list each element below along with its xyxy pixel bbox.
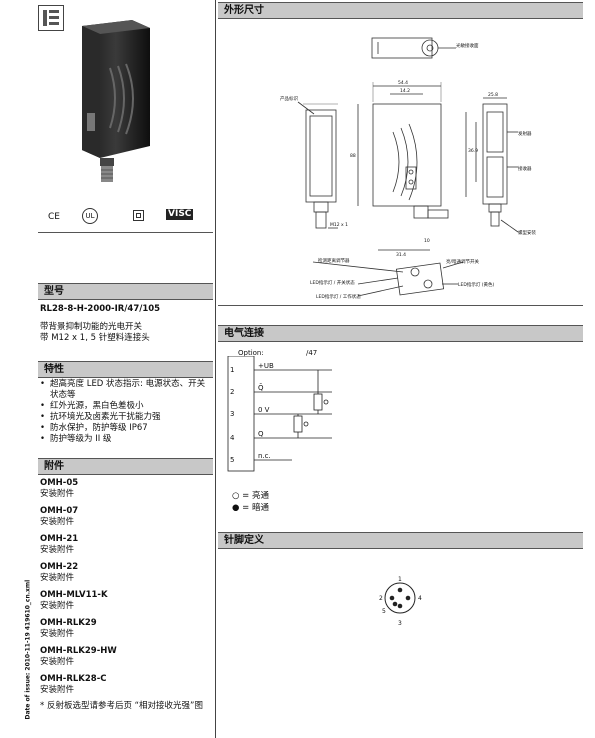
dim-bright-dark-label: 亮/暗通调节开关 xyxy=(446,258,480,265)
dim-sensitivity-label: 检测距离调节器 xyxy=(318,257,350,264)
column-divider xyxy=(215,0,216,738)
dim-led-yellow-label: LED指示灯 (黄色) xyxy=(458,281,495,288)
logo xyxy=(38,5,64,31)
product-desc-2: 带 M12 x 1, 5 针塑料连接头 xyxy=(40,333,150,343)
dim-25: 25.8 xyxy=(488,92,498,98)
pin-num: 3 xyxy=(230,410,234,418)
dim-54: 54.4 xyxy=(398,80,408,86)
pin-label: Q xyxy=(258,430,264,438)
pin-num: 2 xyxy=(230,388,234,396)
ul-mark: UL xyxy=(82,208,98,224)
pin-num: 5 xyxy=(230,456,234,464)
pinout-diagram: 1 2 3 4 5 xyxy=(379,576,422,627)
features-header: 特性 xyxy=(38,361,213,378)
dim-led-switch-label: LED指示灯 / 开关状态 xyxy=(310,279,355,286)
product-desc-1: 带背景抑制功能的光电开关 xyxy=(40,322,143,332)
pinout-header: 针脚定义 xyxy=(218,532,583,549)
feature-item: 防护等级为 II 级 xyxy=(38,434,213,445)
feature-item: 抗环境光及卤素光干扰能力强 xyxy=(38,412,213,423)
dim-mounting-label: 螺型安装 xyxy=(518,229,536,236)
pin-3-label: 3 xyxy=(398,620,402,627)
pin-5-label: 5 xyxy=(382,608,386,615)
electrical-header: 电气连接 xyxy=(218,325,583,342)
pin-label: 0 V xyxy=(258,406,270,414)
dimensions-header: 外形尺寸 xyxy=(218,2,583,19)
issue-date-text: Date of issue: 2010-11-19 419610_cn.xml xyxy=(24,579,32,720)
legend-light: ○ = 亮通 xyxy=(232,491,269,501)
dim-10: 10 xyxy=(424,238,430,244)
pin-2-label: 2 xyxy=(379,595,383,602)
option-label: Option: xyxy=(238,349,264,357)
pin-label: Q̄ xyxy=(258,383,264,392)
dim-14: 14.2 xyxy=(400,88,410,94)
wiring-diagram: 1 +UB 2 Q̄ 3 0 V 4 Q 5 n.c. xyxy=(227,356,332,472)
dim-product-label: 产品标识 xyxy=(280,95,298,102)
dim-led-power-label: LED指示灯 / 工作状态 xyxy=(316,293,361,300)
dim-adjust-label: 光敏接收面 xyxy=(456,42,479,49)
features-list: 超高亮度 LED 状态指示: 电源状态、开关状态等 红外光源，黑白色差极小 抗环… xyxy=(38,379,213,445)
dim-receiver-label: 接收器 xyxy=(518,165,532,172)
legend-dark: ● = 暗通 xyxy=(232,503,269,513)
dim-31: 31.4 xyxy=(396,252,406,258)
dim-emitter-label: 发射器 xyxy=(518,130,532,137)
accessories-header: 附件 xyxy=(38,458,213,475)
visc-mark: VISC xyxy=(166,209,194,220)
model-number: RL28-8-H-2000-IR/47/105 xyxy=(40,304,161,314)
dim-88: 88 xyxy=(350,153,356,159)
dimension-drawing: 光敏接收面 产品标识 发射器 接收器 螺型安装 检测距离调节器 LED指示灯 /… xyxy=(280,37,536,300)
pin-num: 1 xyxy=(230,366,234,374)
accessory-note: * 反射板选型请参考后页 “相对接收光强”图 xyxy=(40,701,203,711)
product-photo xyxy=(82,20,150,182)
feature-item: 超高亮度 LED 状态指示: 电源状态、开关状态等 xyxy=(38,379,213,401)
option-value: /47 xyxy=(306,349,318,357)
pin-num: 4 xyxy=(230,434,235,442)
dim-36: 36.9 xyxy=(468,148,478,154)
pin-label: n.c. xyxy=(258,452,271,460)
feature-item: 红外光源，黑白色差极小 xyxy=(38,401,213,412)
ce-mark: CE xyxy=(48,212,60,222)
dim-m12: M12 x 1 xyxy=(330,222,348,228)
pin-label: +UB xyxy=(258,362,274,370)
model-header: 型号 xyxy=(38,283,213,300)
feature-item: 防水保护，防护等级 IP67 xyxy=(38,423,213,434)
pin-1-label: 1 xyxy=(398,576,402,583)
pin-4-label: 4 xyxy=(418,595,422,602)
class-ii-icon xyxy=(133,210,144,221)
